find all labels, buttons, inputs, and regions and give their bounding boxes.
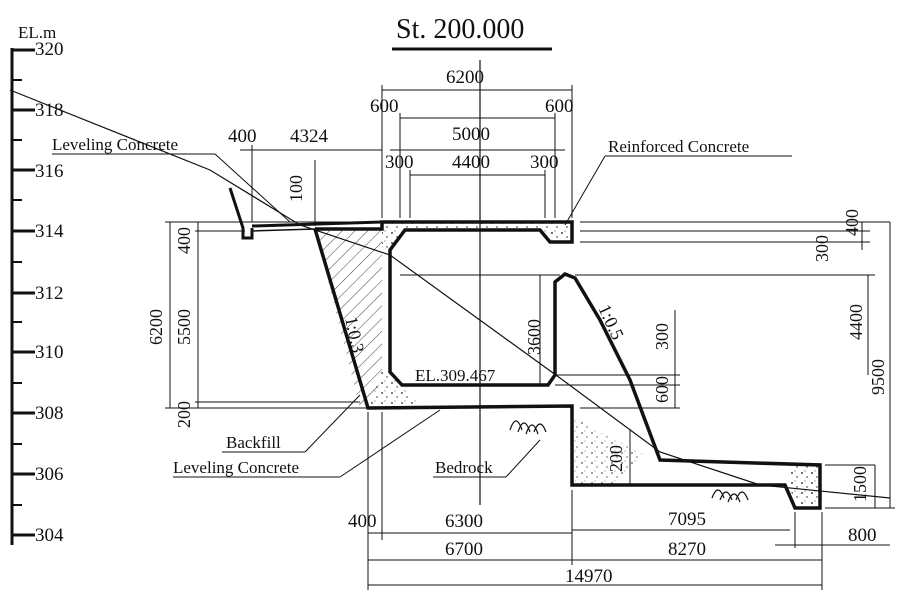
backfill-area [315,229,382,408]
backfill-label: Backfill [226,433,281,452]
dim-300-left: 300 [385,152,414,173]
channel-structure [313,220,822,510]
minor-ticks [12,79,22,506]
bottom-dimensions [367,412,890,590]
station-title: St. 200.000 [392,14,552,51]
elevation-unit-label: EL.m [18,23,56,42]
tick-label: 318 [35,100,64,121]
dim-5500: 5500 [174,309,194,345]
dim-100: 100 [286,175,306,202]
dim-600-right: 600 [545,96,574,117]
dim-600-mid: 600 [652,376,672,403]
tick-label: 316 [35,161,64,182]
elevation-scale: EL.m 320 318 316 314 312 310 [10,23,64,546]
dim-5000: 5000 [452,124,490,145]
dim-300-right: 300 [530,152,559,173]
major-ticks [12,48,35,537]
dim-400-left: 400 [174,227,194,254]
dim-7095: 7095 [668,509,706,530]
dim-400-r1: 400 [842,209,862,236]
dim-8270: 8270 [668,539,706,560]
ground-line [9,89,891,499]
leveling-concrete-bottom-label: Leveling Concrete [173,458,299,477]
dim-9500: 9500 [868,359,888,395]
dim-200-left: 200 [174,401,194,428]
dim-4400-right: 4400 [846,304,866,340]
dim-4324: 4324 [290,126,329,147]
top-dimensions [240,85,573,226]
title-text: St. 200.000 [396,14,524,45]
dim-3600: 3600 [524,319,544,355]
elevation-note: EL.309.467 [415,366,496,385]
leveling-concrete-top-label: Leveling Concrete [52,135,178,154]
dim-6300: 6300 [445,511,483,532]
tick-label: 314 [35,221,64,242]
bedrock-symbols [509,420,749,503]
dim-1500: 1500 [850,466,870,502]
labels: Leveling Concrete Reinforced Concrete Ba… [52,135,792,478]
dim-300-r1: 300 [812,235,832,262]
dim-300-mid: 300 [652,323,672,350]
dim-800: 800 [848,525,877,546]
tick-label: 312 [35,283,64,304]
tick-label: 304 [35,525,64,546]
dim-6200-left: 6200 [146,309,166,345]
tick-label: 306 [35,464,64,485]
bedrock-label: Bedrock [435,458,493,477]
dim-6700: 6700 [445,539,483,560]
dim-200-mid: 200 [606,445,626,472]
right-dimensions [575,221,895,509]
left-dimensions [165,221,382,409]
dim-4400-top: 4400 [452,152,490,173]
dim-6200-top: 6200 [446,67,484,88]
dim-400-top: 400 [228,126,257,147]
reinforced-concrete-label: Reinforced Concrete [608,137,749,156]
dim-400-bottom: 400 [348,511,377,532]
dim-600-left: 600 [370,96,399,117]
leveling-concrete-top [228,187,383,240]
tick-label: 320 [35,39,64,60]
dim-14970: 14970 [565,566,613,587]
tick-label: 308 [35,403,64,424]
tick-label: 310 [35,342,64,363]
middle-dimensions [400,274,680,485]
